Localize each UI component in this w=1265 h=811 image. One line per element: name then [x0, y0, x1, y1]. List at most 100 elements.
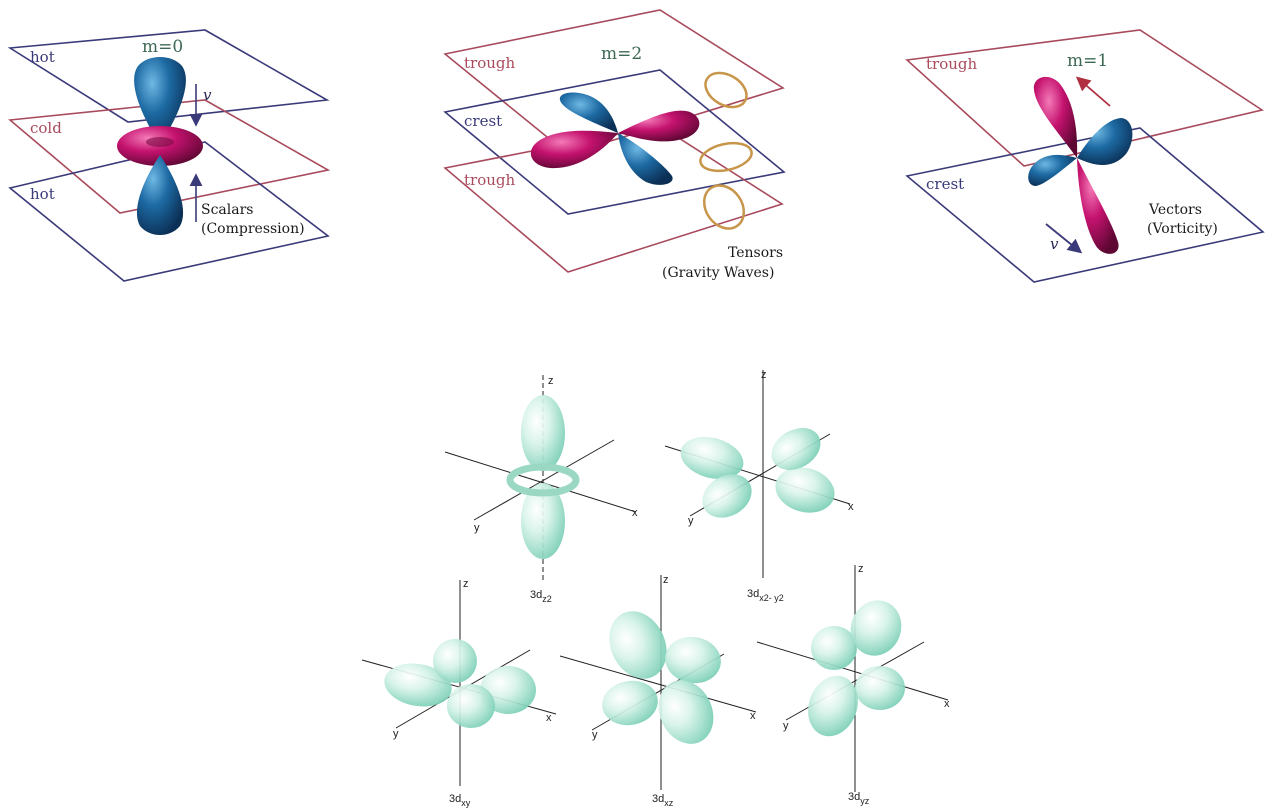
lobe-bottom-blue — [136, 155, 184, 235]
plane-label-trough-bottom: trough — [464, 171, 515, 189]
orbital-label-base: 3d — [848, 791, 860, 803]
lobe-4 — [447, 684, 495, 728]
lobe-bottom — [521, 483, 565, 559]
axis-label-x: x — [546, 712, 552, 724]
axis-label-x: x — [632, 507, 638, 519]
m-label: m=1 — [1067, 51, 1108, 71]
gw-ring-2 — [699, 141, 753, 173]
axis-label-y: y — [474, 522, 480, 534]
orbital-label: 3dxy — [449, 793, 471, 808]
axis-y — [473, 439, 615, 521]
axis-label-z: z — [858, 563, 864, 575]
lobe-magenta-left — [530, 130, 618, 169]
lobe-top-blue — [134, 57, 186, 145]
orbital-dx2y2: z x y 3dx2- y2 — [664, 369, 854, 603]
orbital-label-sub: z2 — [542, 594, 552, 604]
plane-label-trough-top: trough — [464, 54, 515, 72]
plane-crest-bottom — [905, 127, 1265, 283]
plane-label-crest: crest — [464, 112, 502, 130]
axis-x — [756, 641, 949, 701]
orbital-dz2: z x y 3dz2 — [444, 375, 638, 604]
caption-line1: Vectors — [1148, 202, 1202, 218]
caption-line2: (Compression) — [201, 221, 305, 237]
vorticity-arrow-up — [1075, 76, 1111, 107]
lobe-blue-lower — [618, 133, 673, 185]
axis-label-z: z — [463, 578, 469, 590]
lobe-2 — [433, 639, 477, 683]
lobe-1 — [680, 436, 744, 480]
axis-label-z: z — [761, 369, 767, 381]
torus — [506, 463, 580, 497]
vorticity-arrow-down — [1045, 223, 1083, 254]
plane-trough-top — [905, 29, 1264, 167]
lobe-4 — [808, 675, 858, 737]
torus-hole — [146, 137, 174, 147]
lobe-blue-upper — [559, 92, 618, 133]
lobe-3 — [855, 666, 905, 710]
lobe-magenta-lower — [1077, 158, 1119, 254]
m-label: m=2 — [601, 44, 642, 64]
lobe-2 — [775, 467, 835, 513]
axis-label-y: y — [393, 728, 399, 740]
m-label: m=0 — [142, 37, 183, 57]
plane-crest-middle — [443, 69, 786, 215]
lobe-magenta-upper — [1033, 76, 1078, 158]
orbital-label-base: 3d — [449, 793, 461, 805]
plane-cold-middle — [8, 99, 331, 214]
orbital-label-base: 3d — [530, 589, 542, 601]
caption-line2: (Gravity Waves) — [662, 265, 774, 281]
axis-label-x: x — [750, 710, 756, 722]
lobe-3 — [702, 474, 752, 518]
caption-line2: (Vorticity) — [1147, 221, 1218, 237]
lobe-2 — [850, 600, 902, 656]
panel-m1: m=1 trough crest v Vectors (Vorticity) — [905, 29, 1265, 283]
plane-trough-top — [443, 9, 785, 155]
orbital-label-base: 3d — [652, 793, 664, 805]
axis-x — [559, 655, 757, 713]
orbital-dxy: z x y 3dxy — [361, 578, 557, 808]
lobe-blue-left — [1028, 154, 1077, 186]
lobe-1 — [609, 611, 667, 679]
lobe-top — [521, 395, 565, 471]
lobe-blue-right — [1077, 118, 1133, 165]
orbital-label: 3dyz — [848, 791, 870, 806]
lobe-3 — [602, 680, 658, 726]
axis-label-y: y — [688, 515, 694, 527]
panel-m2: m=2 trough crest trough Tensors (Gravity… — [443, 9, 786, 281]
orbital-label: 3dxz — [652, 793, 674, 808]
lobe-magenta-right — [618, 110, 700, 142]
lobe-1 — [811, 626, 857, 670]
caption-line1: Scalars — [201, 202, 253, 218]
lobe-1 — [384, 663, 452, 707]
axis-label-y: y — [592, 729, 598, 741]
lobe-4 — [658, 680, 714, 744]
axis-label-z: z — [663, 574, 669, 586]
gw-ring-1 — [704, 71, 748, 109]
velocity-label: v — [203, 86, 212, 104]
axis-label-x: x — [944, 698, 950, 710]
plane-label-cold: cold — [30, 119, 62, 137]
plane-label-hot-bottom: hot — [30, 185, 55, 203]
axis-label-y: y — [783, 720, 789, 732]
plane-label-crest: crest — [926, 175, 964, 193]
orbital-label: 3dz2 — [530, 589, 552, 604]
orbital-label-sub: xy — [461, 798, 471, 808]
velocity-label: v — [1050, 235, 1059, 253]
gw-ring-3 — [702, 184, 746, 230]
axis-label-x: x — [848, 501, 854, 513]
plane-hot-top — [7, 29, 330, 123]
caption-line1: Tensors — [728, 245, 783, 261]
panel-m0: m=0 hot cold hot v Scalars (Compression) — [7, 29, 331, 282]
orbital-label-sub: yz — [860, 796, 870, 806]
lobe-2 — [665, 636, 721, 684]
orbital-label: 3dx2- y2 — [747, 588, 784, 603]
plane-label-hot-top: hot — [30, 48, 55, 66]
axis-label-z: z — [548, 375, 554, 387]
orbital-label-sub: x2- y2 — [759, 593, 784, 603]
orbital-label-sub: xz — [664, 798, 674, 808]
lobe-4 — [771, 428, 821, 470]
orbital-dyz: z x y 3dyz — [756, 563, 950, 806]
plane-label-trough: trough — [926, 55, 977, 73]
orbital-label-base: 3d — [747, 588, 759, 600]
